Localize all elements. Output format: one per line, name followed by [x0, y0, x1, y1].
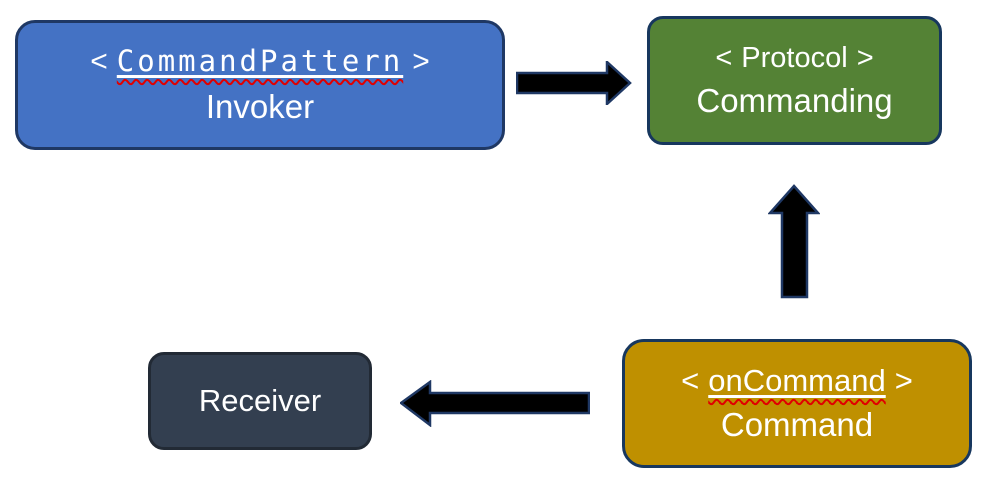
arrow-command-to-receiver	[400, 380, 590, 427]
invoker-tag-text: CommandPattern	[116, 43, 404, 78]
node-receiver: Receiver	[148, 352, 372, 450]
invoker-open-bracket: <	[90, 44, 108, 78]
commanding-open-bracket: <	[715, 41, 733, 74]
command-spellcheck-squiggle: onCommand	[708, 362, 885, 401]
invoker-tag-line: < CommandPattern >	[81, 43, 439, 81]
receiver-title: Receiver	[198, 382, 322, 418]
command-tag-line: < onCommand >	[672, 362, 922, 401]
commanding-tag-text: Protocol	[741, 41, 848, 74]
right-arrow-icon	[516, 61, 632, 105]
up-arrow-icon	[768, 184, 820, 299]
arrow-invoker-to-commanding	[516, 61, 632, 105]
command-title: Command	[720, 406, 874, 444]
commanding-tag-line: < Protocol >	[706, 40, 882, 76]
command-open-bracket: <	[681, 362, 700, 398]
command-close-bracket: >	[894, 362, 913, 398]
commanding-title: Commanding	[696, 82, 893, 119]
command-tag-text: onCommand	[708, 362, 886, 398]
node-invoker: < CommandPattern > Invoker	[15, 20, 505, 150]
commanding-close-bracket: >	[856, 41, 874, 74]
node-commanding: < Protocol > Commanding	[647, 16, 942, 145]
invoker-title: Invoker	[205, 88, 315, 126]
left-arrow-icon	[400, 380, 590, 427]
invoker-spellcheck-squiggle: CommandPattern	[117, 43, 403, 81]
arrow-command-to-commanding	[768, 184, 820, 299]
invoker-close-bracket: >	[412, 44, 430, 78]
node-command: < onCommand > Command	[622, 339, 972, 468]
